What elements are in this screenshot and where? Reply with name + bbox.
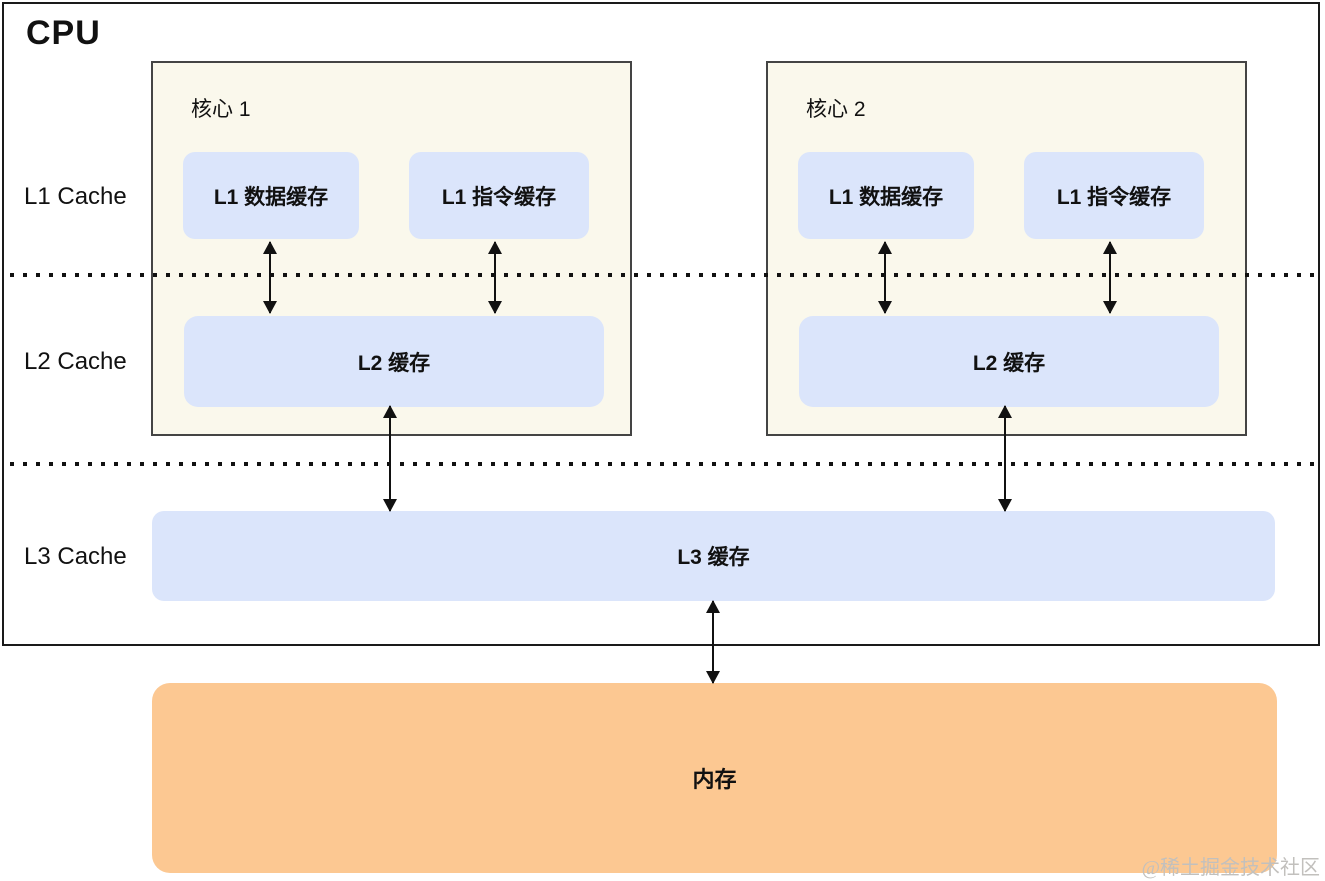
row-label-l2-cache: L2 Cache: [24, 348, 127, 375]
core-1-box: 核心 1 L1 数据缓存 L1 指令缓存 L2 缓存: [151, 61, 632, 436]
core-1-l1-data-cache-box: L1 数据缓存: [183, 152, 359, 239]
watermark-text: @稀土掘金技术社区: [1141, 857, 1320, 879]
core-2-l1-data-cache-box: L1 数据缓存: [798, 152, 974, 239]
memory-box: 内存: [152, 683, 1277, 873]
core-1-title: 核心 1: [191, 98, 251, 121]
arrow-core2-l1inst-l2: [1109, 242, 1111, 313]
dotted-separator-l2-l3: [10, 462, 1316, 466]
core-2-title: 核心 2: [806, 98, 866, 121]
core-2-l1-instruction-cache-box: L1 指令缓存: [1024, 152, 1204, 239]
cpu-title: CPU: [26, 14, 101, 52]
arrow-core2-l2-l3: [1004, 406, 1006, 511]
row-label-l1-cache: L1 Cache: [24, 183, 127, 210]
arrow-core1-l1inst-l2: [494, 242, 496, 313]
arrow-core2-l1data-l2: [884, 242, 886, 313]
core-1-l1-instruction-cache-box: L1 指令缓存: [409, 152, 589, 239]
core-1-l2-cache-box: L2 缓存: [184, 316, 604, 407]
core-2-l2-cache-box: L2 缓存: [799, 316, 1219, 407]
arrow-core1-l2-l3: [389, 406, 391, 511]
l3-cache-box: L3 缓存: [152, 511, 1275, 601]
row-label-l3-cache: L3 Cache: [24, 543, 127, 570]
arrow-l3-memory: [712, 601, 714, 683]
arrow-core1-l1data-l2: [269, 242, 271, 313]
dotted-separator-l1-l2: [10, 273, 1316, 277]
core-2-box: 核心 2 L1 数据缓存 L1 指令缓存 L2 缓存: [766, 61, 1247, 436]
